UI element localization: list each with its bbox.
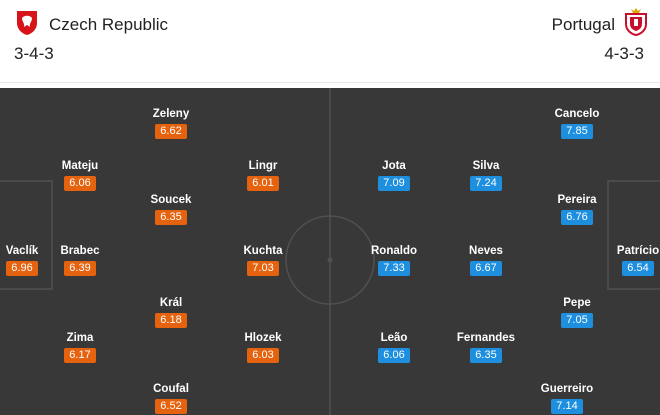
away-player[interactable]: Cancelo 7.85: [547, 107, 607, 139]
player-rating: 7.05: [561, 313, 593, 328]
home-player[interactable]: Kuchta 7.03: [233, 244, 293, 276]
away-player[interactable]: Pereira 6.76: [547, 193, 607, 225]
player-rating: 6.52: [155, 399, 187, 414]
away-team-name: Portugal: [551, 15, 615, 34]
home-player[interactable]: Zima 6.17: [50, 331, 110, 363]
player-name: Cancelo: [554, 108, 600, 120]
away-player[interactable]: Silva 7.24: [456, 159, 516, 191]
player-name: Pepe: [563, 297, 591, 309]
home-player[interactable]: Mateju 6.06: [50, 159, 110, 191]
player-name: Patrício: [616, 245, 660, 257]
player-name: Ronaldo: [371, 245, 417, 257]
player-rating: 6.39: [64, 261, 96, 276]
pitch-lines: [0, 88, 660, 415]
match-header: Czech Republic 3-4-3 Portugal 4-3-3: [0, 0, 660, 83]
player-name: Jota: [382, 160, 406, 172]
portugal-crest-icon: [623, 8, 649, 41]
player-rating: 6.67: [470, 261, 502, 276]
player-rating: 6.62: [155, 124, 187, 139]
player-rating: 6.17: [64, 348, 96, 363]
player-rating: 6.01: [247, 176, 279, 191]
away-player[interactable]: Jota 7.09: [364, 159, 424, 191]
player-rating: 6.06: [378, 348, 410, 363]
player-name: Lingr: [248, 160, 278, 172]
player-rating: 7.03: [247, 261, 279, 276]
player-name: Silva: [472, 160, 500, 172]
player-rating: 6.35: [470, 348, 502, 363]
home-player-gk[interactable]: Vaclík 6.96: [0, 244, 52, 276]
home-player[interactable]: Soucek 6.35: [141, 193, 201, 225]
away-player[interactable]: Fernandes 6.35: [456, 331, 516, 363]
player-rating: 6.03: [247, 348, 279, 363]
player-name: Vaclík: [5, 245, 39, 257]
player-name: Soucek: [150, 194, 192, 206]
player-rating: 6.06: [64, 176, 96, 191]
home-player[interactable]: Král 6.18: [141, 296, 201, 328]
player-rating: 6.18: [155, 313, 187, 328]
player-name: Guerreiro: [540, 383, 594, 395]
player-rating: 6.76: [561, 210, 593, 225]
player-name: Brabec: [60, 245, 100, 257]
player-name: Mateju: [61, 160, 99, 172]
player-rating: 6.35: [155, 210, 187, 225]
away-player[interactable]: Neves 6.67: [456, 244, 516, 276]
home-player[interactable]: Zeleny 6.62: [141, 107, 201, 139]
player-name: Zima: [66, 332, 94, 344]
player-rating: 7.24: [470, 176, 502, 191]
player-name: Hlozek: [244, 332, 282, 344]
away-player-gk[interactable]: Patrício 6.54: [608, 244, 660, 276]
player-name: Neves: [469, 245, 503, 257]
player-rating: 7.14: [551, 399, 583, 414]
home-player[interactable]: Hlozek 6.03: [233, 331, 293, 363]
player-name: Coufal: [153, 383, 189, 395]
away-player[interactable]: Guerreiro 7.14: [537, 382, 597, 414]
player-rating: 7.85: [561, 124, 593, 139]
player-name: Král: [159, 297, 183, 309]
home-player[interactable]: Lingr 6.01: [233, 159, 293, 191]
home-player[interactable]: Brabec 6.39: [50, 244, 110, 276]
home-team-name: Czech Republic: [49, 15, 169, 34]
player-name: Fernandes: [456, 332, 516, 344]
player-name: Zeleny: [152, 108, 190, 120]
home-formation: 3-4-3: [14, 44, 54, 63]
away-player[interactable]: Pepe 7.05: [547, 296, 607, 328]
player-name: Kuchta: [243, 245, 283, 257]
czech-crest-icon: [16, 10, 38, 41]
player-rating: 6.54: [622, 261, 654, 276]
home-player[interactable]: Coufal 6.52: [141, 382, 201, 414]
away-player[interactable]: Leão 6.06: [364, 331, 424, 363]
player-rating: 7.09: [378, 176, 410, 191]
pitch: Vaclík 6.96 Mateju 6.06 Brabec 6.39 Zima…: [0, 88, 660, 415]
player-rating: 6.96: [6, 261, 38, 276]
player-rating: 7.33: [378, 261, 410, 276]
player-name: Leão: [380, 332, 408, 344]
away-player[interactable]: Ronaldo 7.33: [364, 244, 424, 276]
away-formation: 4-3-3: [604, 44, 644, 63]
player-name: Pereira: [557, 194, 597, 206]
